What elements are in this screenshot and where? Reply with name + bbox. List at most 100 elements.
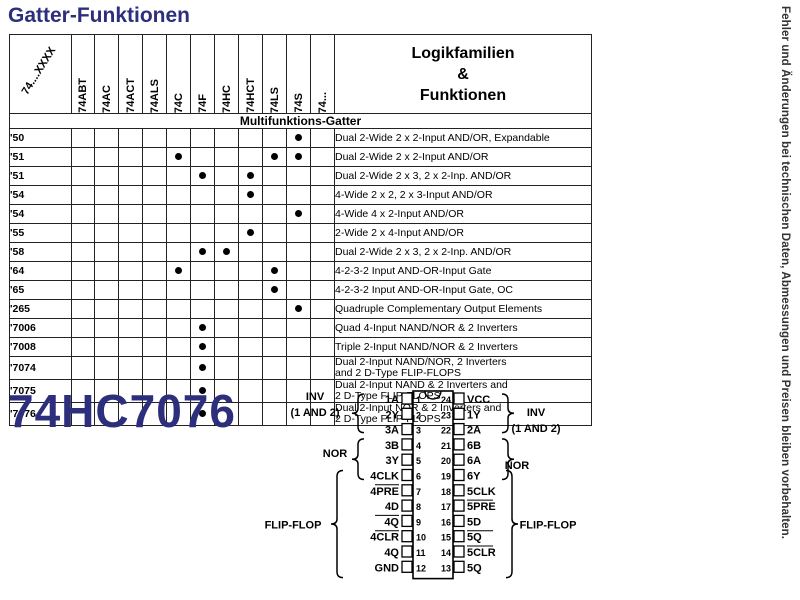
description-line: 2 D-Type FLIP-FLOPS bbox=[335, 413, 441, 425]
pin-number: 2 bbox=[416, 410, 421, 420]
description-line: 4-2-3-2 Input AND-OR-Input Gate, OC bbox=[335, 283, 513, 296]
flipflop-right-brace bbox=[505, 469, 519, 579]
pin-number: 11 bbox=[416, 548, 426, 558]
disclaimer-note: Fehler und Änderungen bei technischen Da… bbox=[779, 6, 791, 540]
family-header: 74HC bbox=[214, 34, 239, 114]
availability-dot bbox=[199, 248, 206, 256]
family-header: 74... bbox=[310, 34, 335, 114]
pin-name: 5CLR bbox=[467, 547, 496, 559]
description-line: 4-Wide 2 x 2, 2 x 3-Input AND/OR bbox=[335, 188, 493, 201]
pin-name: 4Q bbox=[384, 516, 399, 528]
pin-number: 21 bbox=[441, 441, 451, 451]
description-line: Dual 2-Wide 2 x 3, 2 x 2-Inp. AND/OR bbox=[335, 245, 512, 258]
group-label: (1 AND 2) bbox=[290, 407, 339, 419]
pin-name: 2Y bbox=[386, 409, 400, 421]
ic-body bbox=[412, 390, 454, 580]
pin-number: 17 bbox=[441, 502, 451, 512]
pin-name: 4D bbox=[385, 501, 399, 513]
family-cell bbox=[190, 402, 215, 426]
group-label: INV bbox=[527, 407, 546, 419]
pin-box bbox=[453, 422, 465, 436]
pin-box bbox=[401, 530, 413, 543]
availability-dot bbox=[199, 343, 206, 351]
functions-header-line: & bbox=[457, 65, 469, 83]
pin-box bbox=[401, 499, 413, 512]
description-line: Dual 2-Input NOR & 2 Inverters and bbox=[335, 402, 502, 414]
pin-box bbox=[453, 514, 465, 528]
functions-header-line: Funktionen bbox=[419, 86, 507, 104]
availability-dot bbox=[295, 305, 302, 313]
pin-box bbox=[401, 468, 413, 482]
group-label: FLIP-FLOP bbox=[520, 520, 577, 532]
pin-number: 5 bbox=[416, 456, 421, 466]
pin-number: 8 bbox=[416, 502, 421, 512]
inv-left-brace bbox=[351, 393, 365, 434]
row-label: '54 bbox=[9, 185, 72, 205]
description-line: Quad 4-Input NAND/NOR & 2 Inverters bbox=[335, 321, 518, 334]
pin-box bbox=[453, 499, 465, 512]
pin-box bbox=[453, 484, 465, 497]
pin-name: 4CLR bbox=[370, 532, 399, 544]
pin-name: 1Y bbox=[467, 409, 481, 421]
family-header: 74ABT bbox=[71, 34, 95, 114]
availability-dot bbox=[199, 387, 206, 395]
family-cell bbox=[71, 379, 95, 403]
availability-dot bbox=[295, 153, 302, 161]
pin-name: 2A bbox=[467, 425, 481, 437]
group-label: NOR bbox=[505, 460, 530, 472]
flipflop-left-brace bbox=[330, 469, 344, 579]
pin-box bbox=[401, 514, 413, 528]
availability-dot bbox=[295, 210, 302, 218]
pin-name: 6B bbox=[467, 440, 481, 452]
group-label: (1 AND 2) bbox=[511, 423, 560, 435]
pin-box bbox=[401, 560, 413, 573]
nor-left-brace bbox=[351, 438, 365, 481]
pin-box bbox=[453, 438, 465, 451]
part-number: 74HC7076 bbox=[8, 385, 236, 437]
pin-number: 4 bbox=[416, 441, 421, 451]
description-line: Dual 2-Wide 2 x 2-Input AND/OR bbox=[335, 150, 489, 163]
family-cell bbox=[166, 379, 191, 403]
pin-box bbox=[453, 468, 465, 482]
pin-name: 4PRE bbox=[370, 486, 399, 498]
family-cell bbox=[238, 402, 263, 426]
pin-name: 3A bbox=[385, 425, 399, 437]
description-line: Quadruple Complementary Output Elements bbox=[335, 302, 543, 315]
row-label: '51 bbox=[9, 147, 72, 167]
availability-dot bbox=[271, 286, 278, 294]
availability-dot bbox=[295, 134, 302, 142]
pin-box bbox=[401, 407, 413, 420]
family-cell bbox=[71, 402, 95, 426]
family-cell bbox=[214, 402, 239, 426]
pin-box bbox=[453, 530, 465, 543]
availability-dot bbox=[271, 153, 278, 161]
pin-number: 16 bbox=[441, 517, 451, 527]
pin-name: 3B bbox=[385, 440, 399, 452]
availability-dot bbox=[199, 324, 206, 332]
pin-name: 6A bbox=[467, 455, 481, 467]
pin-number: 24 bbox=[441, 395, 451, 405]
pin-box bbox=[453, 560, 465, 573]
pin-box bbox=[453, 453, 465, 466]
pin-name: 4CLK bbox=[370, 471, 399, 483]
pin-box bbox=[401, 484, 413, 497]
pin-name: 5Q bbox=[467, 562, 482, 574]
pin-name: 1A bbox=[385, 394, 399, 406]
pin-number: 15 bbox=[441, 533, 451, 543]
pin-box bbox=[401, 392, 413, 405]
pin-box bbox=[401, 453, 413, 466]
family-cell bbox=[238, 356, 263, 380]
pin-box bbox=[401, 438, 413, 451]
pin-box bbox=[401, 545, 413, 558]
table-row: '51 Dual 2-Wide 2 x 2-Input AND/OR bbox=[9, 147, 592, 167]
row-label: '55 bbox=[9, 223, 72, 243]
description-line: Triple 2-Input NAND/NOR & 2 Inverters bbox=[335, 340, 518, 353]
pin-number: 13 bbox=[441, 563, 451, 573]
pin-number: 10 bbox=[416, 533, 426, 543]
description-line: 2 D-Type FLIP-FLOPS bbox=[335, 390, 441, 402]
